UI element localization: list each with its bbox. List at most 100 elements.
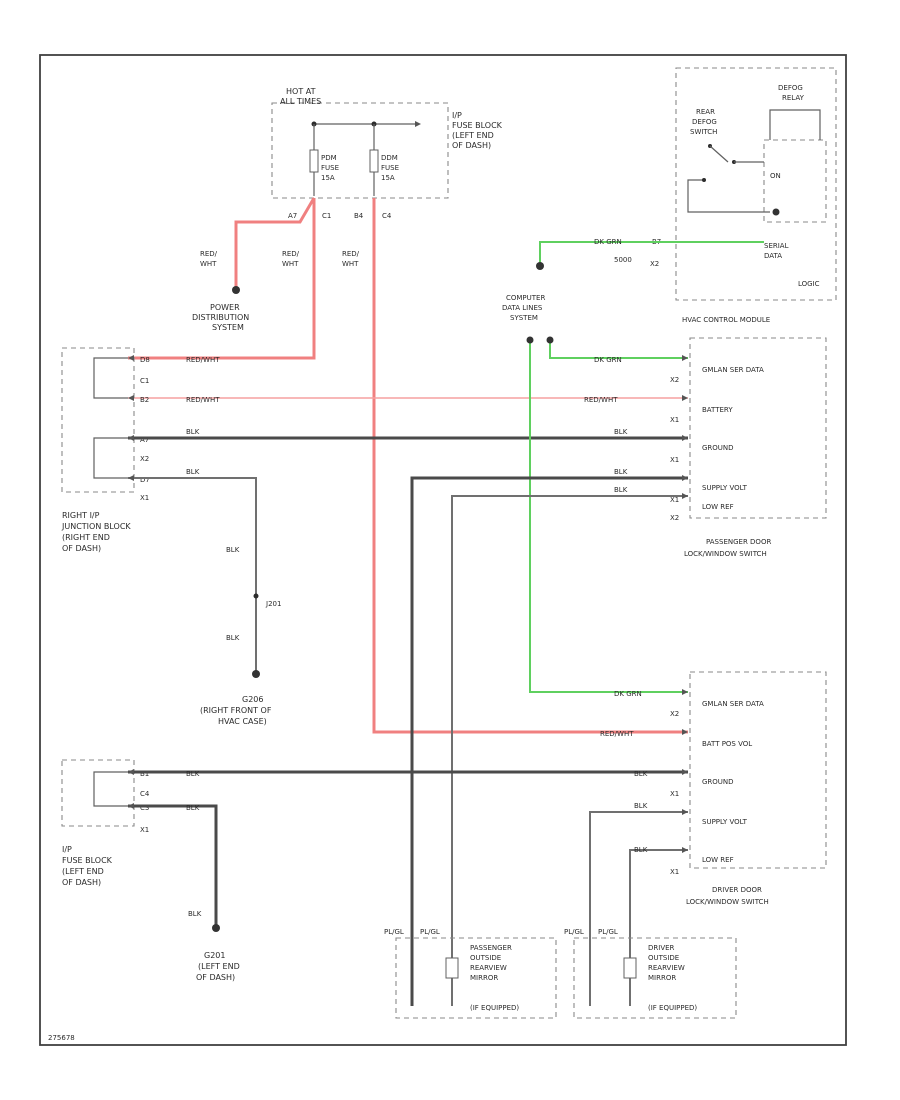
junction-link-1	[93, 357, 128, 399]
red-wht-label-3b: WHT	[342, 260, 359, 268]
junction-name-1: RIGHT I/P	[62, 511, 100, 520]
red-wht-label-1a: RED/	[200, 250, 218, 258]
passenger-line-4: SUPPLY VOLT	[702, 484, 748, 492]
junction-pin-x2: X2	[140, 455, 149, 463]
drv-mirror-name-3: REARVIEW	[648, 964, 685, 972]
passenger-supply-wire	[410, 476, 688, 1006]
junction-name-3: (RIGHT END	[62, 533, 110, 542]
ip-left-pin-c4: C4	[140, 790, 150, 798]
defog-relay-box	[763, 139, 827, 223]
driver-mirror: PL/GL PL/GL DRIVER OUTSIDE REARVIEW MIRR…	[564, 928, 737, 1019]
red-wht-low-label: RED/WHT	[600, 730, 634, 738]
fuse1-label-1: PDM	[321, 154, 337, 162]
switch-return	[687, 179, 770, 213]
red-wire-junction-d8	[128, 198, 316, 360]
splice-j201	[253, 593, 259, 599]
blk-low1-label-a: BLK	[186, 770, 200, 778]
driver-pin-1: X2	[670, 710, 679, 718]
ip-left-name-1: I/P	[62, 845, 72, 854]
passenger-line-3: GROUND	[702, 444, 734, 452]
arrow-i1	[128, 769, 134, 775]
drv-mirror-name-5: (IF EQUIPPED)	[648, 1004, 697, 1012]
driver-supply-wire	[589, 811, 688, 1006]
passenger-mirror: PL/GL PL/GL PASSENGER OUTSIDE REARVIEW M…	[384, 928, 557, 1019]
ip-fuse-left-link	[93, 771, 128, 807]
ip-fuse-left-box	[61, 759, 135, 827]
blk-vert-label-2: BLK	[226, 634, 240, 642]
blk-gnd-label: BLK	[188, 910, 202, 918]
arrow-j3	[128, 435, 134, 441]
fuse2-label-3: 15A	[381, 174, 395, 182]
g206-label-2: (RIGHT FRONT OF	[200, 706, 272, 715]
arrow-p3	[682, 435, 688, 441]
fuse-pin-b4: B4	[354, 212, 364, 220]
fuse2-label-1: DDM	[381, 154, 398, 162]
green-wire-hvac	[539, 241, 764, 264]
fuse1-icon	[309, 149, 319, 173]
driver-line-3: GROUND	[702, 778, 734, 786]
passenger-mirror-motor-icon	[445, 957, 459, 979]
pass-mirror-name-5: (IF EQUIPPED)	[470, 1004, 519, 1012]
drv-mirror-wire-1: PL/GL	[564, 928, 584, 936]
row3-blk-label-a: BLK	[186, 428, 200, 436]
hvac-box	[675, 67, 837, 301]
pass-mirror-wire-2: PL/GL	[420, 928, 440, 936]
driver-mirror-box	[573, 937, 737, 1019]
serial-data-label-2: DATA	[764, 252, 782, 260]
diagram-frame	[39, 54, 847, 1046]
ip-left-name-3: (LEFT END	[62, 867, 104, 876]
driver-name-2: LOCK/WINDOW SWITCH	[686, 898, 769, 906]
connector-arrows	[128, 355, 688, 853]
pass-mirror-name-3: REARVIEW	[470, 964, 507, 972]
row1-red-label: RED/WHT	[186, 356, 220, 364]
passenger-switch-box	[689, 337, 827, 519]
red-wht-label-3a: RED/	[342, 250, 360, 258]
fuse-pin-a7: A7	[288, 212, 297, 220]
driver-line-2: BATT POS VOL	[702, 740, 752, 748]
red-wire-power-dist	[234, 197, 316, 290]
driver-line-1: GMLAN SER DATA	[702, 700, 764, 708]
power-dist-label-3: SYSTEM	[212, 323, 244, 332]
passenger-line-5: LOW REF	[702, 503, 734, 511]
driver-mirror-motor-icon	[623, 957, 637, 979]
power-dist-label-2: DISTRIBUTION	[192, 313, 249, 322]
junction-pin-c1: C1	[140, 377, 149, 385]
computer-data-label-2: DATA LINES	[502, 304, 543, 312]
passenger-pin-2: X1	[670, 416, 679, 424]
fuse-pin-c4: C4	[382, 212, 392, 220]
green-wire-passenger	[549, 342, 688, 359]
arrow-p4	[682, 475, 688, 481]
red-wire-driver-batt	[372, 198, 688, 734]
row4-blk-label-a: BLK	[614, 468, 628, 476]
relay-lead-2	[794, 109, 821, 140]
arrow-d3	[682, 769, 688, 775]
g201-label-2: (LEFT END	[198, 962, 240, 971]
arrow-d5	[682, 847, 688, 853]
ip-left-name-2: FUSE BLOCK	[62, 856, 113, 865]
drv-mirror-wire-2: PL/GL	[598, 928, 618, 936]
dk-grn-label-mid: DK GRN	[594, 356, 622, 364]
hot-at-label: HOT AT	[286, 87, 316, 96]
hvac-pin-misc: 5000	[614, 256, 632, 264]
pass-mirror-wire-1: PL/GL	[384, 928, 404, 936]
ip-fuse-left: B1 C4 C3 X1 I/P FUSE BLOCK (LEFT END OF …	[61, 759, 150, 887]
black-wire-to-g206	[128, 477, 257, 672]
g206-label-3: HVAC CASE)	[218, 717, 267, 726]
drv-mirror-name-2: OUTSIDE	[648, 954, 679, 962]
d7-blk-label: BLK	[186, 468, 200, 476]
dk-grn-label-low: DK GRN	[614, 690, 642, 698]
blk-low2-label: BLK	[634, 802, 648, 810]
serial-data-label-1: SERIAL	[764, 242, 789, 250]
hvac-data-terminal	[536, 262, 544, 270]
rear-defog-label-1: REAR	[696, 108, 715, 116]
splice-label: J201	[265, 600, 281, 608]
driver-pin-3: X1	[670, 868, 679, 876]
green-wire-driver	[529, 342, 688, 693]
fuse2-label-2: FUSE	[381, 164, 399, 172]
defog-relay-label-2: RELAY	[782, 94, 805, 102]
hvac-pin-x2: X2	[650, 260, 659, 268]
relay-ground-icon	[772, 208, 780, 216]
arrow-p1	[682, 355, 688, 361]
driver-switch: GMLAN SER DATA BATT POS VOL GROUND SUPPL…	[670, 671, 827, 906]
